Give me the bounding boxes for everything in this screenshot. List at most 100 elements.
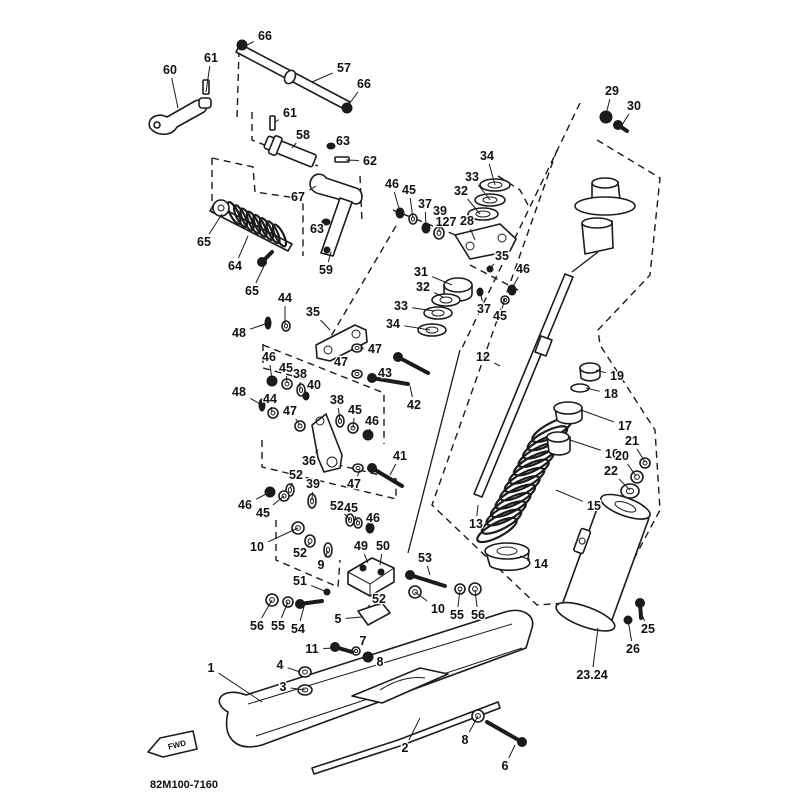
collar-31-top bbox=[443, 277, 473, 293]
leader-line bbox=[426, 565, 431, 576]
leader-line bbox=[171, 77, 179, 109]
callout-45: 45 bbox=[344, 501, 358, 515]
callout-1: 1 bbox=[208, 661, 215, 675]
spindle-body bbox=[347, 557, 395, 597]
washer-bore bbox=[298, 387, 304, 393]
leader-line bbox=[272, 495, 285, 506]
callout-46: 46 bbox=[366, 511, 380, 525]
leader-line bbox=[438, 218, 441, 233]
leader-line bbox=[569, 439, 601, 451]
washer bbox=[486, 265, 494, 273]
shift-rod-57 bbox=[235, 43, 351, 111]
washer-32-bore bbox=[475, 210, 491, 218]
callout-38: 38 bbox=[293, 367, 307, 381]
callout-18: 18 bbox=[604, 387, 618, 401]
washer-stack-lower bbox=[417, 277, 473, 337]
washer-bore bbox=[283, 323, 289, 329]
washer bbox=[353, 517, 363, 529]
bolt-shank bbox=[408, 573, 447, 588]
washer-34-bore bbox=[425, 326, 439, 334]
washer bbox=[468, 582, 482, 596]
leader-line bbox=[501, 297, 506, 309]
leader-line bbox=[280, 601, 289, 619]
bolt-shank bbox=[485, 720, 524, 744]
washer-bore bbox=[285, 599, 291, 605]
leader-line bbox=[274, 119, 280, 123]
washer bbox=[630, 470, 644, 484]
collar-65-bore bbox=[217, 204, 225, 212]
leader-line bbox=[367, 428, 371, 436]
callout-47: 47 bbox=[283, 404, 297, 418]
callout-65: 65 bbox=[245, 284, 259, 298]
callout-49: 49 bbox=[354, 539, 368, 553]
leader-line bbox=[621, 113, 630, 126]
washer-32-bore bbox=[439, 296, 453, 304]
leader-line bbox=[290, 687, 306, 691]
ski-1 bbox=[218, 609, 534, 748]
ski-saddle-detail bbox=[379, 677, 426, 691]
spindle-edge bbox=[347, 567, 395, 596]
callout-29: 29 bbox=[605, 84, 619, 98]
washer-bore bbox=[281, 493, 287, 499]
washer bbox=[281, 320, 291, 332]
leader-line bbox=[311, 72, 334, 83]
leader-line bbox=[244, 41, 255, 47]
lever-60 bbox=[148, 97, 212, 136]
shaft-58 bbox=[263, 135, 317, 168]
shock-housing-23-24 bbox=[555, 493, 651, 632]
spindle-nut bbox=[359, 564, 367, 572]
leader-line bbox=[555, 489, 583, 502]
callout-8: 8 bbox=[462, 733, 469, 747]
callout-10: 10 bbox=[431, 602, 445, 616]
leader-line bbox=[477, 184, 491, 201]
leader-line bbox=[404, 325, 431, 331]
washer bbox=[639, 457, 651, 469]
callout-45: 45 bbox=[348, 403, 362, 417]
callout-3: 3 bbox=[280, 680, 287, 694]
callout-46: 46 bbox=[385, 177, 399, 191]
pin-62 bbox=[334, 156, 350, 163]
callout-9: 9 bbox=[318, 558, 325, 572]
bolts bbox=[257, 120, 645, 747]
leader-line bbox=[367, 656, 373, 660]
bolt-shank bbox=[396, 355, 430, 375]
ski-saddle bbox=[351, 667, 449, 704]
leader-line bbox=[218, 672, 263, 703]
pin-61 bbox=[269, 115, 276, 131]
bump-17-top bbox=[553, 401, 583, 415]
callout-15: 15 bbox=[587, 499, 601, 513]
leader-line bbox=[295, 418, 301, 426]
boundary-line bbox=[469, 264, 519, 291]
washer-bore bbox=[475, 713, 481, 719]
arm-link-59 bbox=[320, 197, 353, 257]
bolt-head bbox=[613, 120, 623, 130]
leader-line bbox=[337, 407, 341, 421]
callout-20: 20 bbox=[615, 449, 629, 463]
leader-line bbox=[261, 599, 273, 619]
washer bbox=[335, 414, 345, 428]
callout-48: 48 bbox=[232, 385, 246, 399]
leader-line bbox=[354, 648, 357, 651]
forward-direction-tag: FWD bbox=[147, 730, 198, 758]
leader-line bbox=[291, 142, 297, 149]
leader-line bbox=[363, 553, 369, 564]
callout-63: 63 bbox=[310, 222, 324, 236]
bolt-head bbox=[405, 570, 415, 580]
boundary-line bbox=[407, 349, 461, 554]
arm-plate-67 bbox=[309, 173, 363, 205]
callout-45: 45 bbox=[279, 361, 293, 375]
leader-line bbox=[627, 463, 637, 477]
bracket-5 bbox=[357, 602, 391, 626]
washer-bore bbox=[355, 465, 361, 471]
callout-54: 54 bbox=[291, 622, 305, 636]
washer bbox=[395, 207, 405, 219]
callout-35: 35 bbox=[495, 249, 509, 263]
mount-sleeve-top bbox=[581, 217, 613, 229]
leader-line bbox=[580, 409, 614, 423]
leader-line bbox=[320, 319, 331, 331]
collar-65 bbox=[212, 199, 230, 217]
leader-line bbox=[356, 469, 361, 477]
arm-36 bbox=[311, 413, 343, 473]
fwd-label: FWD bbox=[167, 738, 187, 751]
